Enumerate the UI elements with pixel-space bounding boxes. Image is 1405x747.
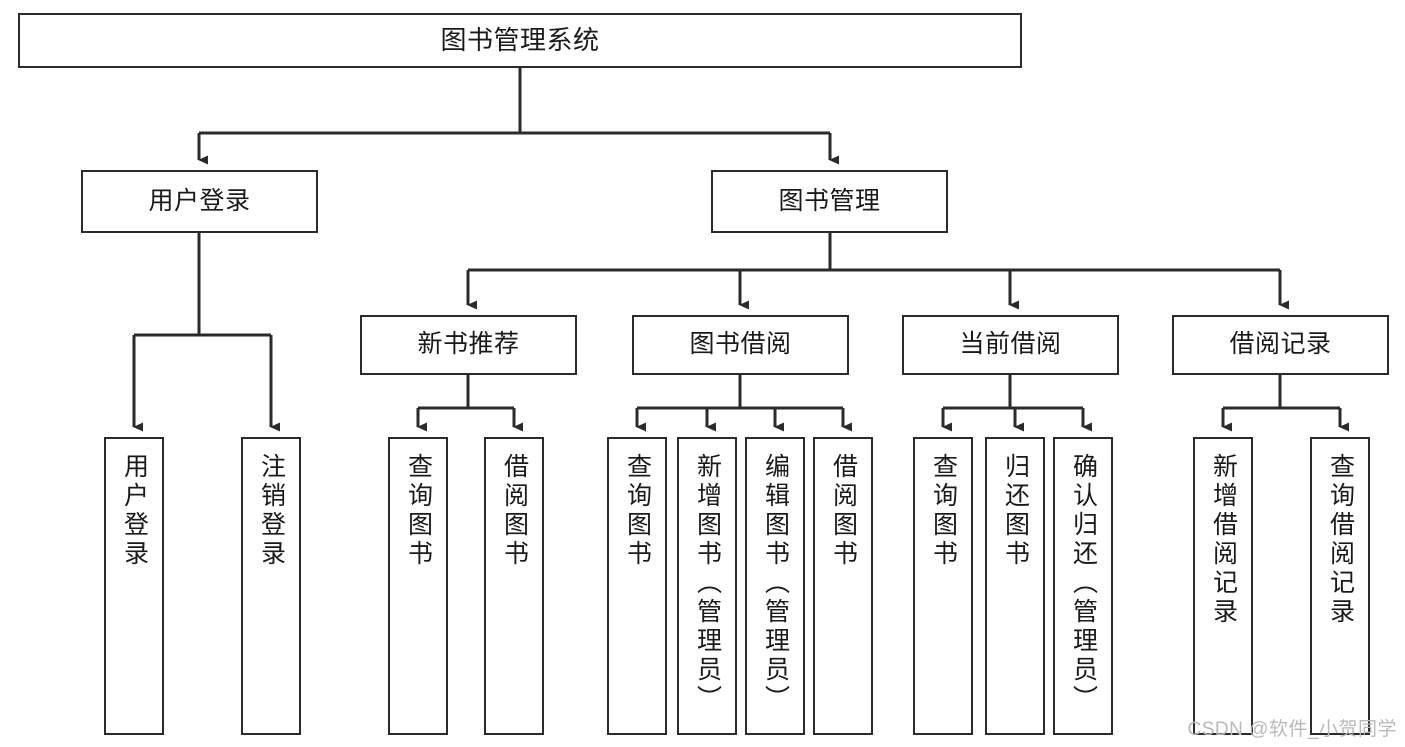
node-label: 新增借阅记录	[1209, 453, 1238, 627]
node-label: 借阅记录	[1229, 330, 1332, 359]
node-leaf-query-book-recommend[interactable]: 查询图书	[388, 437, 448, 735]
node-label: 注销登录	[257, 453, 286, 569]
node-label: 当前借阅	[959, 330, 1062, 359]
node-borrow-record[interactable]: 借阅记录	[1172, 315, 1389, 375]
csdn-watermark: CSDN @软件_小贺同学	[1187, 719, 1397, 740]
node-label: 归还图书	[1001, 453, 1030, 569]
node-label: 编辑图书（管理员）	[761, 453, 790, 714]
node-label: 用户登录	[120, 453, 149, 569]
node-label: 图书管理	[778, 186, 881, 215]
node-current-borrow[interactable]: 当前借阅	[902, 315, 1119, 375]
node-leaf-query-book-borrow[interactable]: 查询图书	[607, 437, 667, 735]
node-leaf-confirm-return[interactable]: 确认归还（管理员）	[1053, 437, 1113, 735]
node-label: 确认归还（管理员）	[1069, 453, 1098, 714]
node-label: 新书推荐	[417, 330, 520, 359]
node-label: 借阅图书	[829, 453, 858, 569]
node-label: 借阅图书	[500, 453, 529, 569]
node-label: 图书管理系统	[440, 25, 600, 56]
node-label: 查询图书	[404, 453, 433, 569]
node-label: 查询图书	[929, 453, 958, 569]
node-label: 新增图书（管理员）	[693, 453, 722, 714]
node-leaf-borrow-book-recommend[interactable]: 借阅图书	[484, 437, 544, 735]
node-leaf-user-login[interactable]: 用户登录	[104, 437, 164, 735]
node-leaf-return-book[interactable]: 归还图书	[985, 437, 1045, 735]
node-leaf-add-borrow-record[interactable]: 新增借阅记录	[1193, 437, 1253, 735]
node-book-borrow[interactable]: 图书借阅	[632, 315, 849, 375]
node-leaf-query-borrow-record[interactable]: 查询借阅记录	[1310, 437, 1370, 735]
node-label: 查询图书	[623, 453, 652, 569]
node-root-system[interactable]: 图书管理系统	[18, 13, 1022, 68]
node-leaf-borrow-book[interactable]: 借阅图书	[813, 437, 873, 735]
node-user-login[interactable]: 用户登录	[81, 170, 318, 233]
node-label: 用户登录	[148, 186, 251, 215]
node-new-book-recommend[interactable]: 新书推荐	[360, 315, 577, 375]
node-leaf-logout[interactable]: 注销登录	[241, 437, 301, 735]
node-label: 图书借阅	[689, 330, 792, 359]
node-label: 查询借阅记录	[1326, 453, 1355, 627]
node-leaf-query-book-current[interactable]: 查询图书	[913, 437, 973, 735]
node-leaf-add-book[interactable]: 新增图书（管理员）	[677, 437, 737, 735]
node-book-management[interactable]: 图书管理	[711, 170, 948, 233]
node-leaf-edit-book[interactable]: 编辑图书（管理员）	[745, 437, 805, 735]
